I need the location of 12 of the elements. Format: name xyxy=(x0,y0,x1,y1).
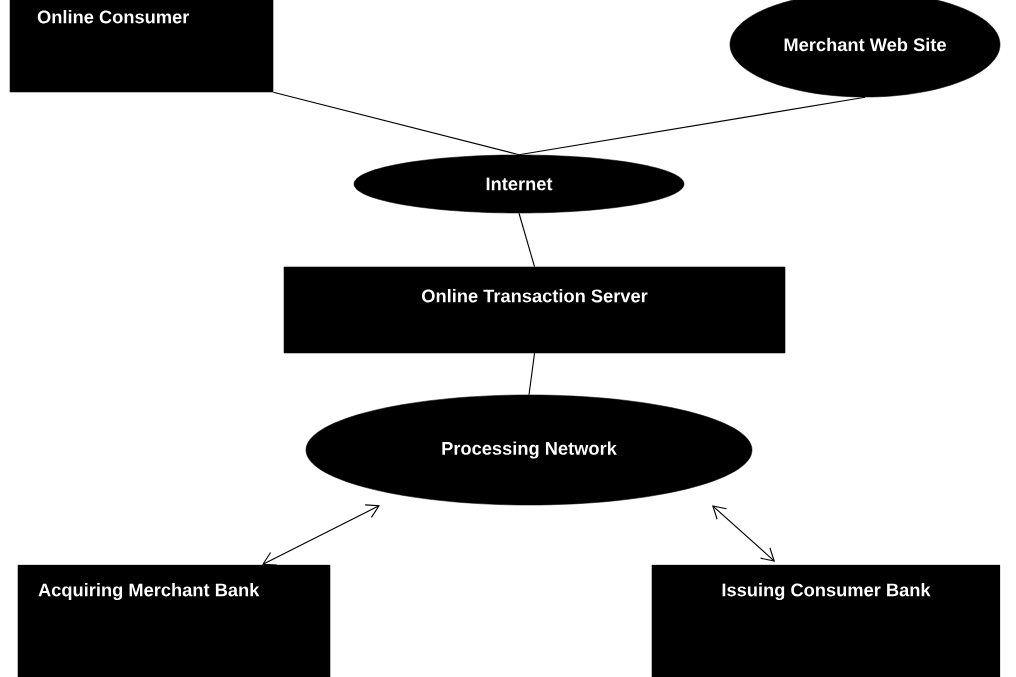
process-box: Online Transaction Server xyxy=(283,266,786,354)
connector-line xyxy=(262,504,380,566)
process-box: Issuing Consumer Bank xyxy=(651,564,1001,677)
connector-line xyxy=(518,96,866,156)
connector-line xyxy=(528,352,536,396)
connector-line xyxy=(272,91,520,156)
process-box: Acquiring Merchant Bank xyxy=(17,564,331,677)
connector-line xyxy=(518,212,536,268)
process-box: Online Consumer xyxy=(9,0,274,93)
ellipse-node: Internet xyxy=(353,154,685,214)
ellipse-node: Processing Network xyxy=(305,394,753,506)
connector-line xyxy=(712,505,775,562)
